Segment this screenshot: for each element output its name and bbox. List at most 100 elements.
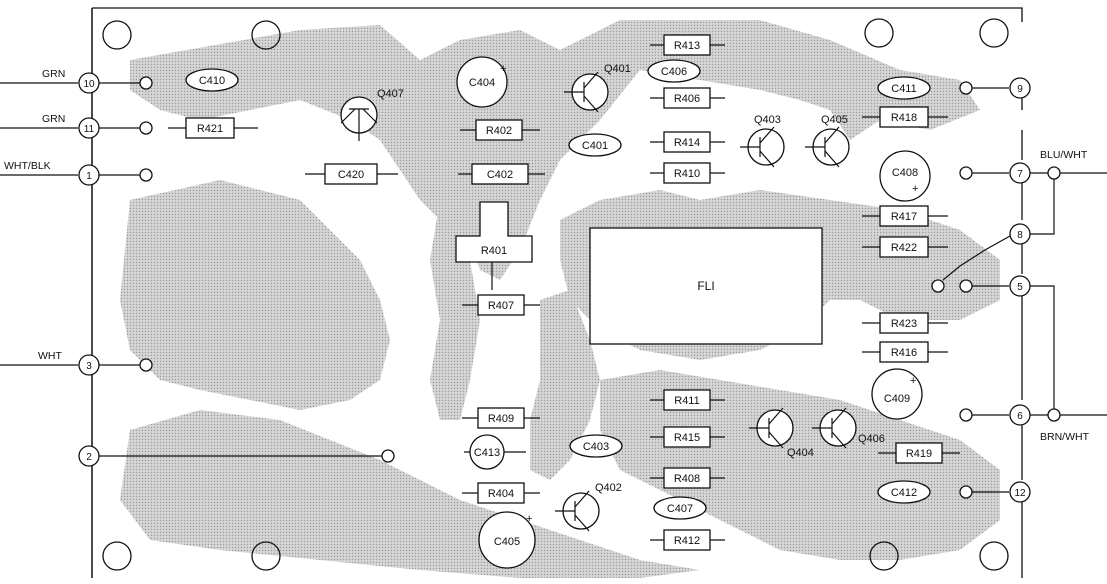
polarity-mark: + xyxy=(500,63,506,75)
wire-label-wht: WHT xyxy=(38,350,62,362)
capacitor-c411: C411 xyxy=(877,76,931,100)
resistors: R413 R406 R414 R410 R418 R417 R422 R421 … xyxy=(168,34,960,551)
polarity-mark: + xyxy=(912,183,918,195)
pin-1: 1 xyxy=(86,171,92,182)
svg-text:R412: R412 xyxy=(674,535,700,547)
pin-2: 2 xyxy=(86,452,92,463)
wire-label-wht-blk: WHT/BLK xyxy=(4,160,51,172)
transistor-q407: Q407 xyxy=(340,88,404,141)
pin-11: 11 xyxy=(84,124,95,135)
svg-text:R411: R411 xyxy=(674,395,699,407)
svg-text:C406: C406 xyxy=(661,66,687,78)
svg-text:R401: R401 xyxy=(481,245,507,257)
svg-text:C409: C409 xyxy=(884,393,910,405)
capacitor-c406: C406 xyxy=(647,59,701,83)
svg-text:R421: R421 xyxy=(197,123,223,135)
svg-text:Q407: Q407 xyxy=(377,88,404,100)
pin-8: 8 xyxy=(1017,230,1023,241)
svg-text:C410: C410 xyxy=(199,75,225,87)
svg-text:C402: C402 xyxy=(487,169,513,181)
svg-text:R404: R404 xyxy=(488,488,514,500)
pin-3: 3 xyxy=(86,361,92,372)
resistor-r413: R413 xyxy=(650,34,725,56)
pin-12: 12 xyxy=(1014,488,1026,499)
resistor-r415: R415 xyxy=(650,426,725,448)
resistor-r406: R406 xyxy=(650,87,725,109)
capacitor-c410: C410 xyxy=(185,68,239,92)
resistor-r416: R416 xyxy=(862,341,948,363)
wire-label-grn-2: GRN xyxy=(42,113,65,125)
resistor-r410: R410 xyxy=(650,162,725,184)
resistor-r411: R411 xyxy=(650,389,725,411)
resistor-r422: R422 xyxy=(862,236,948,258)
svg-text:Q405: Q405 xyxy=(821,114,848,126)
capacitor-c404: C404 + xyxy=(456,56,508,108)
svg-text:Q404: Q404 xyxy=(787,447,814,459)
filter-fl1: FLI xyxy=(589,227,823,345)
mounting-holes xyxy=(102,18,1009,571)
svg-text:R409: R409 xyxy=(488,413,514,425)
pin-6: 6 xyxy=(1017,411,1023,422)
resistor-r419: R419 xyxy=(878,442,960,464)
svg-text:C408: C408 xyxy=(892,167,918,179)
copper-traces xyxy=(120,20,1000,578)
svg-text:R402: R402 xyxy=(486,125,512,137)
svg-text:FLI: FLI xyxy=(697,279,714,293)
svg-text:R419: R419 xyxy=(906,448,932,460)
wire-label-brn-wht: BRN/WHT xyxy=(1040,431,1090,443)
transistor-q405: Q405 xyxy=(805,114,850,168)
transistors: Q401 Q407 Q403 Q405 Q404 Q406 Q402 xyxy=(340,63,885,532)
resistor-r414: R414 xyxy=(650,131,725,153)
capacitor-c420: C420 xyxy=(305,163,398,185)
polarity-mark: + xyxy=(526,513,532,525)
capacitor-c408: C408 + xyxy=(879,150,931,202)
capacitor-c401: C401 xyxy=(568,133,622,157)
svg-text:C420: C420 xyxy=(338,169,364,181)
resistor-r409: R409 xyxy=(462,407,540,429)
svg-text:R422: R422 xyxy=(891,242,917,254)
resistor-r408: R408 xyxy=(650,467,725,489)
svg-text:R418: R418 xyxy=(891,112,917,124)
capacitors: C410 C406 C411 C401 C403 C407 C412 C420 … xyxy=(185,56,931,569)
capacitor-c403: C403 xyxy=(569,434,623,458)
capacitor-c407: C407 xyxy=(653,496,707,520)
svg-text:C412: C412 xyxy=(891,487,917,499)
pin-5: 5 xyxy=(1017,282,1023,293)
svg-text:C403: C403 xyxy=(583,441,609,453)
potentiometer-r401: R401 xyxy=(455,201,533,290)
svg-text:R414: R414 xyxy=(674,137,700,149)
svg-text:C405: C405 xyxy=(494,536,520,548)
svg-text:R407: R407 xyxy=(488,300,514,312)
svg-text:C404: C404 xyxy=(469,77,495,89)
capacitor-c413: C413 xyxy=(464,434,526,470)
transistor-q404: Q404 xyxy=(749,407,814,459)
transistor-q401: Q401 xyxy=(564,63,631,113)
svg-text:C401: C401 xyxy=(582,140,608,152)
svg-text:R413: R413 xyxy=(674,40,700,52)
resistor-r421: R421 xyxy=(168,117,258,139)
svg-text:R410: R410 xyxy=(674,168,700,180)
wire-label-blu-wht: BLU/WHT xyxy=(1040,149,1088,161)
svg-text:Q406: Q406 xyxy=(858,433,885,445)
left-connectors: GRN GRN WHT/BLK WHT 10 11 1 3 2 xyxy=(0,68,395,467)
transistor-q402: Q402 xyxy=(555,482,622,532)
resistor-r412: R412 xyxy=(650,529,725,551)
svg-text:R408: R408 xyxy=(674,473,700,485)
transistor-q406: Q406 xyxy=(812,407,885,449)
svg-text:C411: C411 xyxy=(891,83,916,95)
svg-text:Q402: Q402 xyxy=(595,482,622,494)
resistor-r423: R423 xyxy=(862,312,948,334)
capacitor-c412: C412 xyxy=(877,480,931,504)
resistor-r418: R418 xyxy=(862,106,948,128)
wire-label-grn-1: GRN xyxy=(42,68,65,80)
pin-9: 9 xyxy=(1017,84,1023,95)
svg-text:R416: R416 xyxy=(891,347,917,359)
capacitor-c402: C402 xyxy=(458,163,545,185)
resistor-r417: R417 xyxy=(862,205,948,227)
svg-text:Q401: Q401 xyxy=(604,63,631,75)
svg-text:R423: R423 xyxy=(891,318,917,330)
resistor-r404: R404 xyxy=(462,482,540,504)
resistor-r407: R407 xyxy=(462,294,540,316)
svg-text:Q403: Q403 xyxy=(754,114,781,126)
